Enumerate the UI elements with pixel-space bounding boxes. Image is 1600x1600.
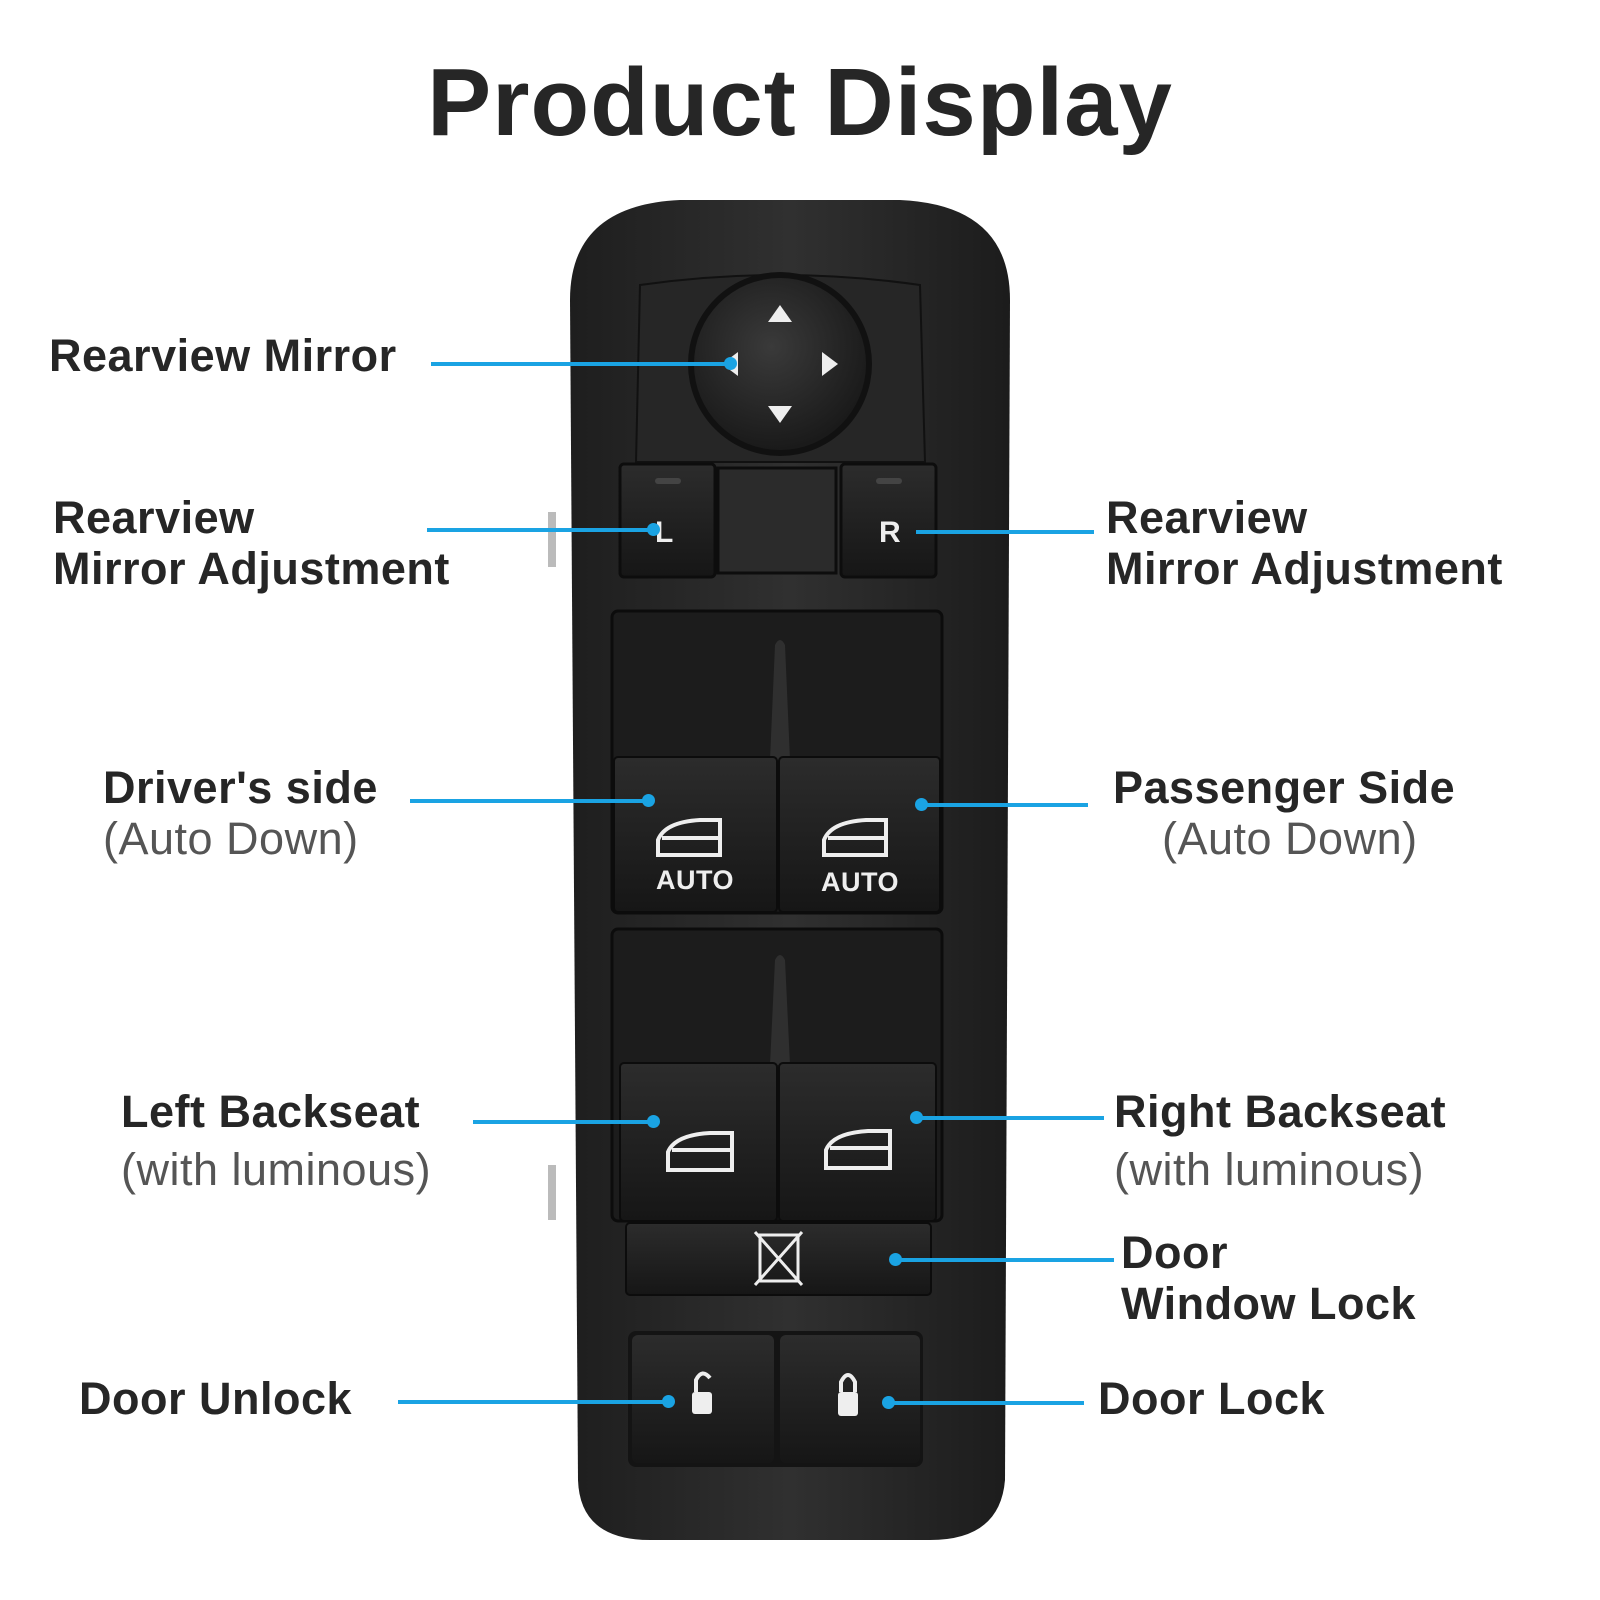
callout-line [888,1401,1084,1405]
callout-line [916,530,1094,534]
label-rearview-mirror: Rearview Mirror [49,330,397,381]
label-line: Left Backseat [121,1086,421,1137]
auto-label-driver: AUTO [656,865,735,895]
mirror-center-pad [716,466,838,575]
callout-dot [724,357,737,370]
callout-dot [642,794,655,807]
window-lock-icon [753,1231,804,1286]
callout-dot [882,1396,895,1409]
callout-line [895,1258,1114,1262]
label-line: Passenger Side [1113,762,1456,813]
side-clip [548,512,556,567]
label-door-unlock: Door Unlock [79,1373,353,1424]
right-rear-window-button [778,1062,937,1222]
driver-window-button [613,756,778,913]
passenger-window-button [778,756,941,913]
lock-icon [838,1373,858,1416]
label-passenger-side: Passenger Side(Auto Down) [1113,762,1455,864]
label-subline: (with luminous) [121,1144,432,1195]
mirror-right-select-button [839,462,938,579]
callout-line [398,1400,668,1404]
label-line: Right Backseat [1114,1086,1447,1137]
callout-dot [915,798,928,811]
callout-line [473,1120,653,1124]
callout-line [410,799,648,803]
page-title: Product Display [427,49,1173,156]
label-left-backseat: Left Backseat (with luminous) [121,1083,431,1199]
mirror-left-key-label: L [655,516,674,549]
window-icon [656,818,888,857]
arrow-down-icon [768,406,792,423]
label-subline: (Auto Down) [103,813,359,864]
label-line: Mirror Adjustment [1106,543,1503,594]
label-line: Window Lock [1121,1278,1417,1329]
mirror-knob[interactable] [694,278,866,450]
callout-dot [662,1395,675,1408]
callout-dot [889,1253,902,1266]
side-clip [548,1165,556,1220]
led-indicator [655,478,681,484]
label-line: Rearview [53,492,255,543]
label-right-backseat: Right Backseat (with luminous) [1114,1083,1446,1199]
window-icon [666,1129,892,1172]
label-door-lock: Door Lock [1098,1373,1326,1424]
label-drivers-side: Driver's side(Auto Down) [103,762,378,864]
mirror-left-select-button [618,462,717,579]
label-subline: (with luminous) [1114,1144,1425,1195]
unlock-icon [692,1371,712,1414]
callout-line [431,362,730,366]
arrow-right-icon [822,352,838,376]
label-line: Rearview [1106,492,1308,543]
callout-line [916,1116,1104,1120]
label-subline: (Auto Down) [1162,813,1418,864]
label-line: Mirror Adjustment [53,543,450,594]
callout-dot [647,523,660,536]
led-indicator [876,478,902,484]
auto-label-passenger: AUTO [821,867,900,897]
left-rear-window-button [619,1062,778,1222]
mirror-right-key-label: R [879,516,902,549]
callout-line [921,803,1088,807]
label-line: Door [1121,1227,1228,1278]
arrow-up-icon [768,305,792,322]
callout-line [427,528,653,532]
label-line: Driver's side [103,762,378,813]
callout-dot [647,1115,660,1128]
callout-dot [910,1111,923,1124]
